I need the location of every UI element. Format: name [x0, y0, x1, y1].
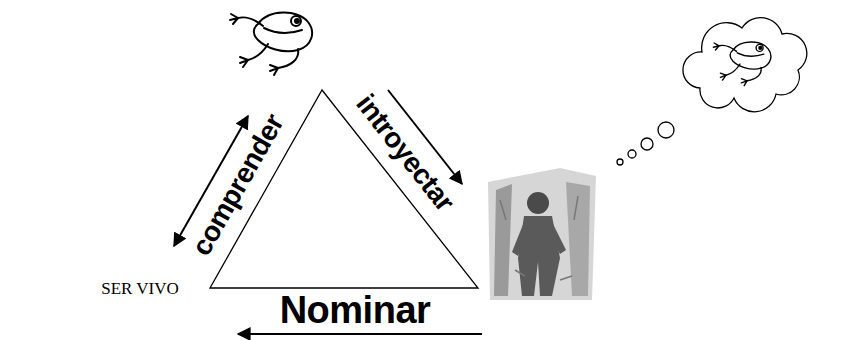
edge-label: Nominar [280, 291, 431, 329]
person-picture [488, 168, 596, 300]
vertex-label: SER VIVO [101, 280, 179, 297]
arrow [238, 333, 482, 335]
thought-bubble [617, 18, 807, 165]
edge-label: introyectar [351, 90, 459, 217]
frog-drawing [230, 12, 312, 75]
frog-drawing [713, 42, 770, 86]
